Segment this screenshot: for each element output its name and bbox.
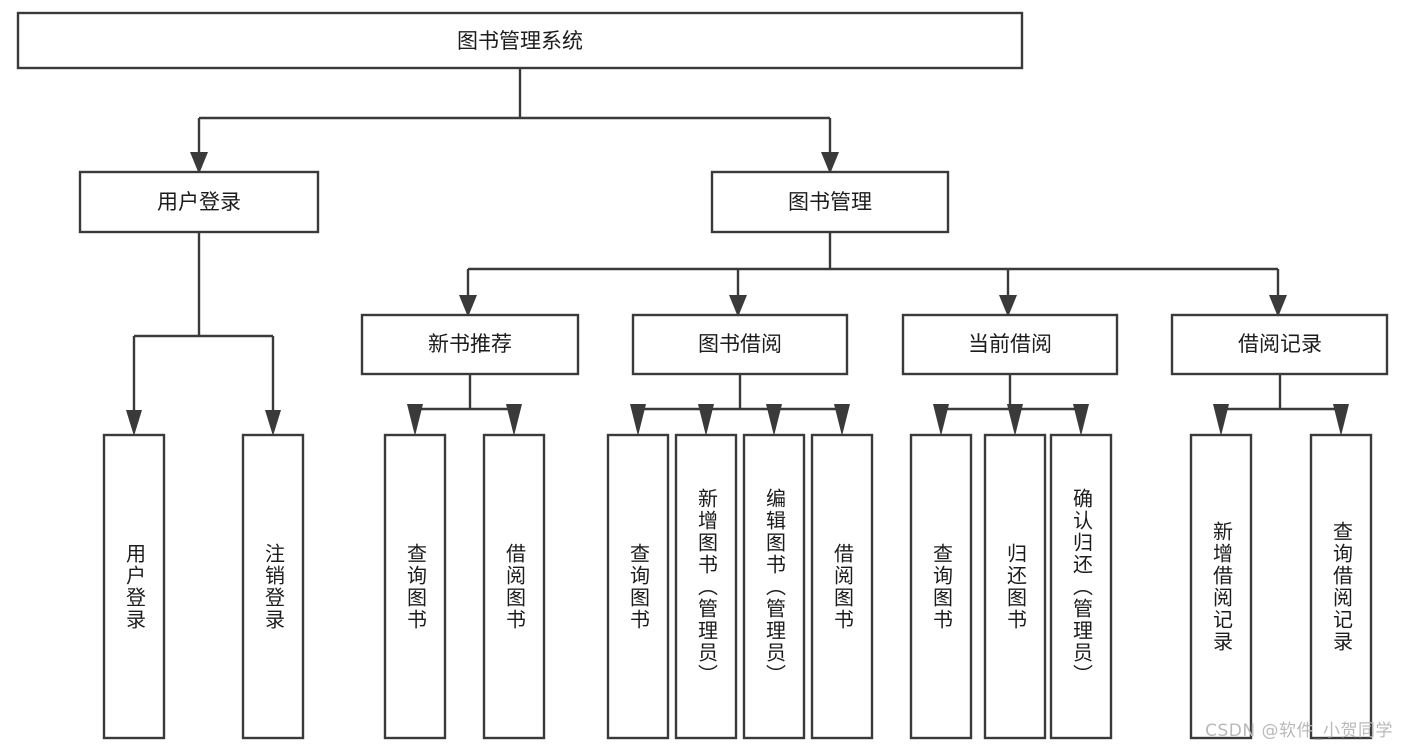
- leaf-query-record-box[interactable]: [1309, 433, 1373, 740]
- node-root[interactable]: 图书管理系统: [16, 11, 1024, 70]
- edge-root-to-level2: [197, 68, 832, 160]
- node-new-book-rec-label: 新书推荐: [428, 332, 512, 356]
- arrow-head-leaf-add-record: [1213, 404, 1229, 436]
- connector-group-current-borrow: [933, 374, 1089, 436]
- arrow-head-leaf-logout: [265, 410, 281, 436]
- arrow-head-user-login: [190, 152, 208, 174]
- connector-group-user-login: [126, 232, 281, 436]
- leaf-confirm-return-box[interactable]: [1049, 433, 1113, 740]
- leaf-user-login-box[interactable]: [102, 433, 166, 740]
- arrow-head-book-manage: [821, 152, 839, 174]
- arrow-head-borrow-record: [1269, 295, 1287, 317]
- node-borrow-record-label: 借阅记录: [1238, 332, 1322, 356]
- leaf-edit-book-box[interactable]: [742, 433, 806, 740]
- node-current-borrow-label: 当前借阅: [968, 332, 1052, 356]
- node-book-manage-box[interactable]: [710, 170, 950, 234]
- watermark-text: CSDN @软件_小贺同学: [1205, 721, 1393, 741]
- arrow-head-leaf-query-book-rec: [407, 404, 423, 436]
- edge-book-manage-to-level3: [466, 232, 1280, 303]
- arrow-head-leaf-query-record: [1333, 404, 1349, 436]
- arrow-head-current-borrow: [999, 295, 1017, 317]
- leaf-logout-box[interactable]: [241, 433, 305, 740]
- leaf-return-book-box[interactable]: [983, 433, 1047, 740]
- edge-book-borrow-to-leaves: [636, 374, 844, 418]
- node-borrow-record-box[interactable]: [1170, 313, 1389, 376]
- arrow-head-leaf-query-book-cur: [933, 404, 949, 436]
- node-book-manage-label: 图书管理: [788, 190, 872, 214]
- arrow-head-leaf-return-book: [1007, 404, 1023, 436]
- node-current-borrow-box[interactable]: [901, 313, 1119, 376]
- arrow-head-leaf-query-book-bor: [630, 404, 646, 436]
- leaf-query-book-cur-box[interactable]: [909, 433, 973, 740]
- connector-group-borrow-record: [1213, 374, 1349, 436]
- leaf-query-book-rec-box[interactable]: [383, 433, 447, 740]
- connector-group-book-manage: [459, 232, 1287, 317]
- arrow-head-leaf-add-book: [698, 404, 714, 436]
- node-user-login[interactable]: 用户登录: [78, 170, 320, 234]
- arrow-head-leaf-borrow-book-rec: [506, 404, 522, 436]
- arrow-head-leaf-user-login: [126, 410, 142, 436]
- node-book-borrow-box[interactable]: [631, 313, 849, 376]
- node-user-login-label: 用户登录: [157, 190, 241, 214]
- arrow-head-new-book-rec: [459, 295, 477, 317]
- arrow-head-leaf-borrow-book-bor: [834, 404, 850, 436]
- connector-group-book-borrow: [630, 374, 850, 436]
- node-root-box[interactable]: [16, 11, 1024, 70]
- arrow-head-book-borrow: [729, 295, 747, 317]
- connector-group-new-book-rec: [407, 374, 522, 436]
- leaf-add-book-box[interactable]: [674, 433, 738, 740]
- connector-group-root: [190, 68, 839, 174]
- edge-user-login-to-leaves: [132, 232, 275, 418]
- node-new-book-rec[interactable]: 新书推荐: [360, 313, 580, 376]
- node-user-login-box[interactable]: [78, 170, 320, 234]
- edge-borrow-record-to-leaves: [1219, 374, 1343, 418]
- node-current-borrow[interactable]: 当前借阅: [901, 313, 1119, 376]
- node-borrow-record[interactable]: 借阅记录: [1170, 313, 1389, 376]
- node-book-borrow[interactable]: 图书借阅: [631, 313, 849, 376]
- leaf-add-record-box[interactable]: [1189, 433, 1253, 740]
- node-book-borrow-label: 图书借阅: [698, 332, 782, 356]
- leaf-query-book-bor-box[interactable]: [606, 433, 670, 740]
- leaf-box-group: [102, 433, 1373, 740]
- arrow-head-leaf-confirm-return: [1073, 404, 1089, 436]
- edge-new-book-rec-to-leaves: [413, 374, 516, 418]
- node-root-label: 图书管理系统: [457, 29, 583, 53]
- node-book-manage[interactable]: 图书管理: [710, 170, 950, 234]
- leaf-borrow-book-rec-box[interactable]: [482, 433, 546, 740]
- arrow-head-leaf-edit-book: [766, 404, 782, 436]
- leaf-borrow-book-bor-box[interactable]: [810, 433, 874, 740]
- node-new-book-rec-box[interactable]: [360, 313, 580, 376]
